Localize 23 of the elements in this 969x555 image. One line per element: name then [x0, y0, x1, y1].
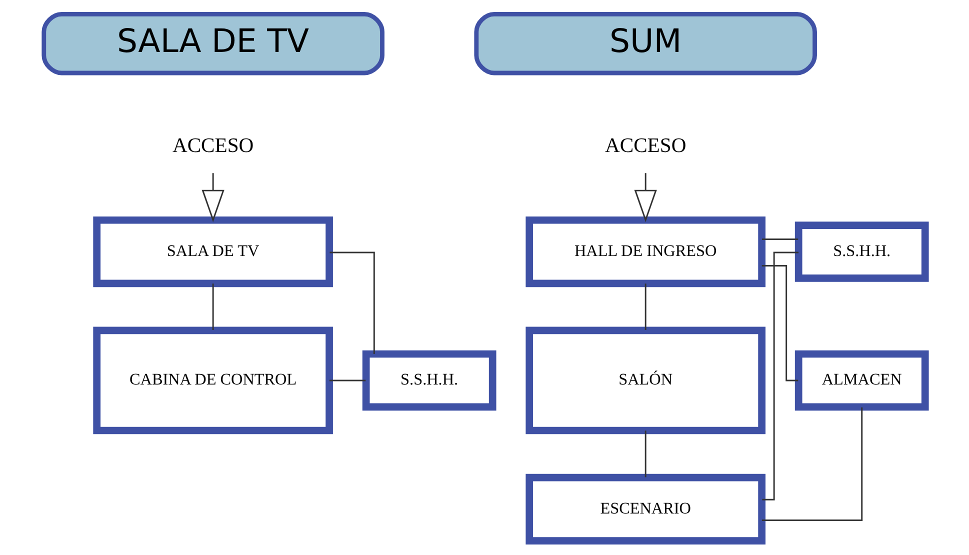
node-box: HALL DE INGRESO — [526, 216, 766, 288]
node-box: CABINA DE CONTROL — [93, 326, 333, 434]
connector — [330, 252, 375, 354]
node-box: SUM — [474, 12, 817, 76]
node-box: ESCENARIO — [526, 474, 766, 545]
node-box: S.S.H.H. — [794, 222, 929, 282]
node-text: ACCESO — [605, 135, 686, 158]
node-box: SALÓN — [526, 326, 766, 434]
connector — [644, 284, 646, 330]
node-box: SALA DE TV — [42, 12, 384, 76]
node-box: ALMACEN — [794, 350, 929, 411]
connector — [762, 252, 799, 500]
connector — [329, 380, 366, 382]
connector — [762, 407, 863, 521]
node-box: S.S.H.H. — [362, 350, 496, 411]
connector — [762, 238, 798, 240]
node-box: SALA DE TV — [93, 216, 333, 288]
connector — [212, 284, 214, 330]
node-text: ACCESO — [172, 135, 254, 158]
arrow — [202, 173, 224, 222]
arrow — [634, 173, 657, 222]
connector — [644, 430, 646, 478]
connector — [762, 265, 798, 382]
